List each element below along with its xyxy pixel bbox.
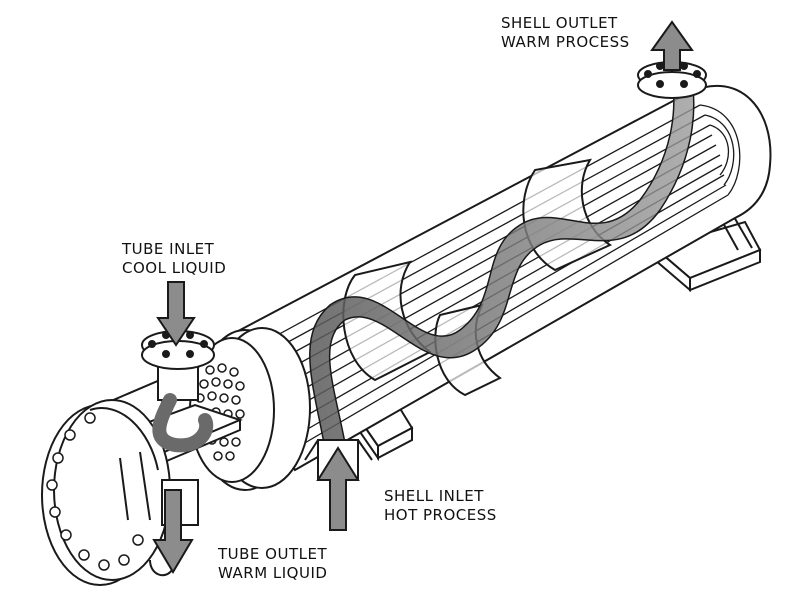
tube-outlet-line2: WARM LIQUID bbox=[218, 564, 328, 582]
tube-inlet-label: TUBE INLET COOL LIQUID bbox=[122, 240, 226, 278]
end-flange bbox=[41, 399, 171, 586]
tube-inlet-nozzle bbox=[141, 330, 215, 401]
shell-outlet-arrow bbox=[650, 20, 694, 71]
shell-inlet-line2: HOT PROCESS bbox=[384, 506, 497, 524]
tube-outlet-label: TUBE OUTLET WARM LIQUID bbox=[218, 545, 327, 583]
tube-outlet-line1: TUBE OUTLET bbox=[218, 545, 328, 563]
flange-bolts bbox=[46, 412, 144, 571]
shell-inlet-label: SHELL INLET HOT PROCESS bbox=[384, 487, 497, 525]
tube-inlet-flow bbox=[152, 393, 214, 453]
shell-inlet-arrow bbox=[316, 446, 360, 531]
shell-outlet-line2: WARM PROCESS bbox=[501, 33, 630, 51]
tube-inlet-line2: COOL LIQUID bbox=[122, 259, 227, 277]
shell-outlet-nozzle bbox=[637, 61, 707, 99]
shell-outlet-line1: SHELL OUTLET bbox=[501, 14, 618, 32]
tube-outlet-arrow bbox=[152, 489, 194, 574]
tube-inlet-line1: TUBE INLET bbox=[122, 240, 215, 258]
tube-inlet-arrow bbox=[156, 281, 196, 347]
shell-outlet-label: SHELL OUTLET WARM PROCESS bbox=[501, 14, 630, 52]
shell-inlet-line1: SHELL INLET bbox=[384, 487, 484, 505]
saddle-support-left bbox=[119, 451, 173, 577]
